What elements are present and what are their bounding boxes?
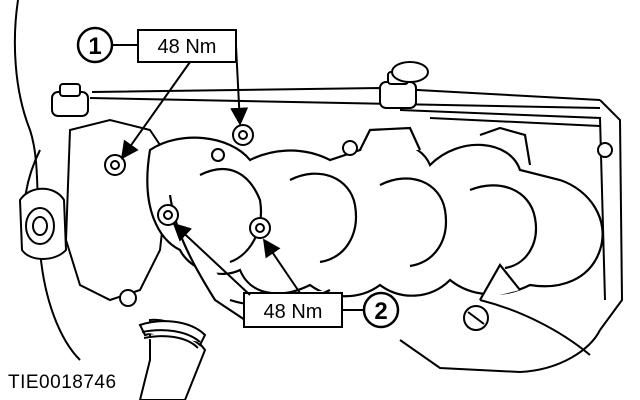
bolt-lower-right xyxy=(463,305,489,331)
callout-1-torque: 48 Nm xyxy=(158,36,217,58)
stud-nuts xyxy=(51,61,613,331)
callout-1-box xyxy=(137,29,237,63)
stud-nut-top-right xyxy=(391,61,429,83)
figure-id: TIE0018746 xyxy=(8,372,117,393)
bolt-1a xyxy=(232,124,254,146)
callout-2: 48 Nm 2 xyxy=(172,222,400,329)
bolt-misc-1 xyxy=(211,148,225,162)
callout-2-circle xyxy=(362,291,400,329)
coolant-hose xyxy=(138,318,207,400)
bolt-misc-2 xyxy=(342,140,358,156)
water-outlet-housing xyxy=(18,118,172,307)
bolt-1b xyxy=(104,154,126,176)
callout-2-torque: 48 Nm xyxy=(264,301,323,323)
bolt-2b xyxy=(249,217,271,239)
callout-1-arrow-b xyxy=(230,45,249,126)
callout-1: 1 48 Nm xyxy=(76,26,249,160)
callout-2-number: 2 xyxy=(374,298,387,325)
stud-nut-top-left xyxy=(51,83,89,117)
bolt-misc-3 xyxy=(597,142,613,158)
callout-2-box xyxy=(243,292,343,328)
callout-1-number: 1 xyxy=(88,33,101,60)
callout-2-arrow-a xyxy=(172,222,251,296)
cylinder-head-outline xyxy=(13,0,624,373)
bolt-2a xyxy=(157,204,179,226)
callout-2-arrow-b xyxy=(262,238,301,294)
callout-1-arrow-a xyxy=(120,61,191,160)
